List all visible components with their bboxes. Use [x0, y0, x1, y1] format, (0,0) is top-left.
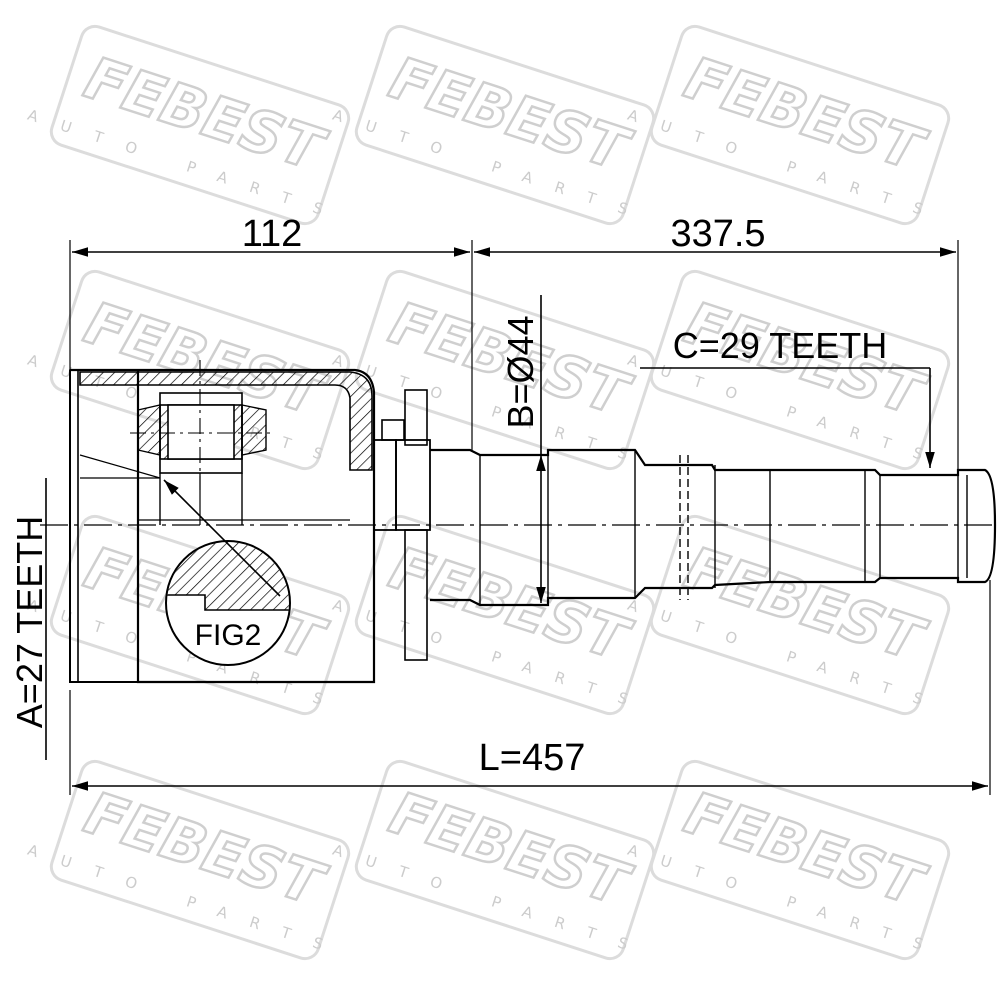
shaft-length-label: 337.5 [670, 213, 765, 255]
inner-spline-label: A=27 TEETH [9, 516, 50, 728]
shaft-diameter-label: B=Ø44 [500, 315, 541, 428]
outer-spline-label: C=29 TEETH [673, 325, 887, 366]
watermark-layer [20, 13, 980, 972]
dimension-lines [45, 247, 988, 791]
fig2-detail: FIG2 [163, 479, 291, 666]
figure-label: FIG2 [195, 619, 262, 652]
part-outline [40, 240, 998, 795]
joint-length-label: 112 [242, 213, 303, 255]
total-length-label: L=457 [479, 737, 586, 779]
